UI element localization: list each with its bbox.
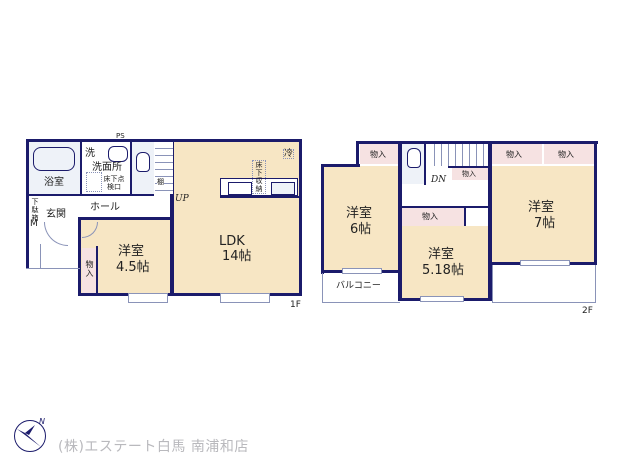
western-room-4-5-label: 洋室 [118,244,145,259]
shoe-closet-label: 下駄箱 [31,198,39,222]
hall-label: ホール [90,202,120,213]
room-6-label: 洋室 [346,206,373,221]
compass-north-label: N [39,417,45,426]
storage-1f-area [82,248,96,293]
stairs-down-label: DN [431,175,447,185]
ps-label: PS [116,132,125,140]
room-5-18-size: 5.18帖 [422,263,464,278]
storage-1f-label: 物入 [85,260,94,278]
compass: N [14,417,46,452]
storage-a-area [360,144,398,164]
storage-c-label: 物入 [422,212,438,221]
wash-label: 洗 [85,148,95,159]
hall-2f-area [402,184,490,208]
room-6-size: 6帖 [350,222,372,237]
storage-b-label: 物入 [462,170,476,178]
balcony-label: バルコニー [336,281,381,291]
hall-area [28,196,174,218]
ldk-size: 14帖 [222,249,252,264]
storage-b-area [452,168,488,180]
underfloor-hatch-label: 床下点検口 [103,175,125,191]
toilet-icon [136,152,150,172]
underfloor-storage-label: 床下収納 [252,160,266,194]
floor-1f-tag: 1F [290,300,301,310]
ldk-area [174,142,300,293]
ldk-label: LDK [219,234,245,249]
storage-e-area [544,144,594,164]
room-7-size: 7帖 [534,216,556,231]
kitchen-counter [220,178,298,196]
storage-e-label: 物入 [558,150,574,159]
room-7-label: 洋室 [528,200,555,215]
washroom-label: 洗面所 [92,162,122,173]
sink-icon [228,182,252,195]
room-5-18-area [402,226,488,298]
toilet-shelf-label: 棚 [157,178,164,186]
underfloor-hatch-box [86,172,102,192]
stove-icon [271,182,295,195]
stairs-2f [428,144,486,166]
room-7-area [492,166,594,262]
entrance-label: 玄関 [46,209,66,220]
room-6-area [324,166,400,270]
room-5-18-label: 洋室 [428,247,455,262]
washbasin-icon [108,146,128,162]
storage-c-area [402,208,464,226]
storage-d-label: 物入 [506,150,522,159]
bathtub-icon [33,147,75,171]
storage-a-label: 物入 [370,150,386,159]
company-name: (株)エステート白馬 南浦和店 [58,439,249,455]
western-room-4-5-size: 4.5帖 [116,260,150,275]
toilet-2f-icon [407,148,421,168]
storage-d-area [492,144,542,164]
stairs-1f [155,142,173,194]
stairs-up-label: UP [175,194,189,204]
bath-label: 浴室 [44,177,64,188]
compass-arrow-icon [17,425,41,447]
floor-2f-tag: 2F [582,306,593,316]
fridge-label: 冷 [283,149,295,159]
shoe-closet-m-label: M [30,219,38,229]
